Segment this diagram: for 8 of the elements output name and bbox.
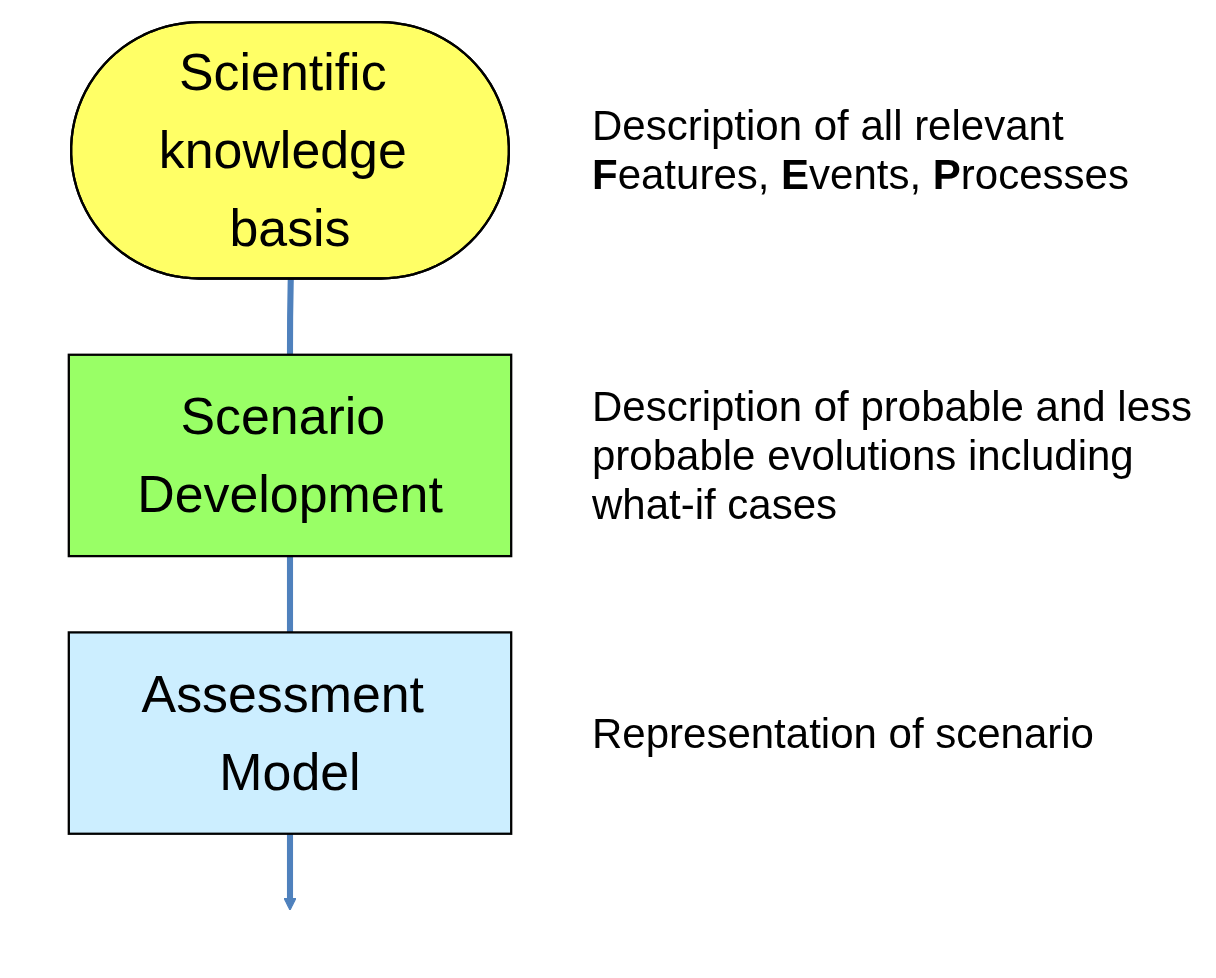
arrow (283, 833, 297, 911)
node-description: Description of all relevant Features, Events, Processes (592, 101, 1130, 200)
node-box: Scenario Development (67, 353, 513, 558)
connector (286, 556, 294, 633)
node-box: Assessment Model (67, 631, 513, 835)
connector (286, 279, 294, 355)
node-description: Representation of scenario (592, 708, 1095, 758)
node-description: Description of probable and less probable evolutions including what-if cases (592, 381, 1194, 530)
